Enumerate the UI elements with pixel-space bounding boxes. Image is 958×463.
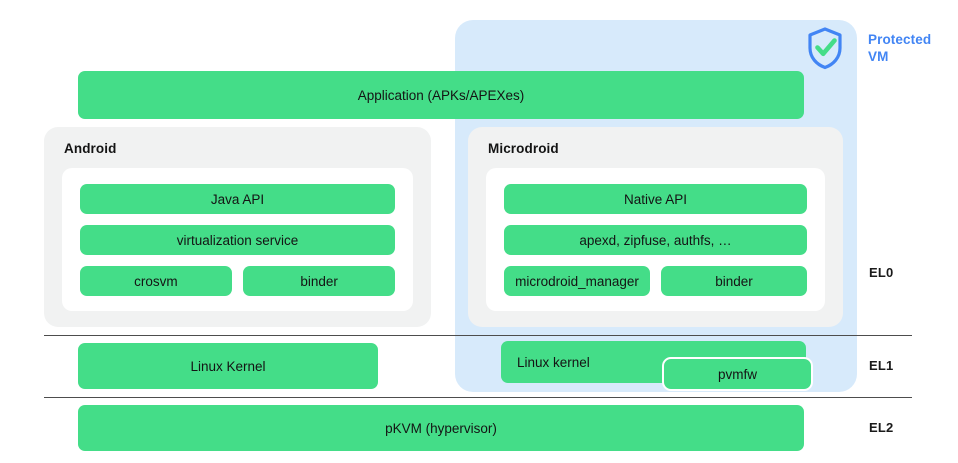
exception-level-label-el1: EL1 [869,358,894,373]
exception-level-label-el0: EL0 [869,265,894,280]
android-block-java-api: Java API [80,184,395,214]
microdroid-block-apexd-zipfuse-authfs: apexd, zipfuse, authfs, … [504,225,807,255]
shield-check-icon [805,26,845,70]
microdroid-panel-title: Microdroid [488,141,559,156]
microdroid-row-2: apexd, zipfuse, authfs, … [504,225,807,255]
android-row-2: virtualization service [80,225,395,255]
android-row-3: crosvm binder [80,266,395,296]
android-inner-container: Java API virtualization service crosvm b… [62,168,413,311]
microdroid-row-3: microdroid_manager binder [504,266,807,296]
android-block-crosvm: crosvm [80,266,232,296]
divider-el0-el1 [44,335,912,336]
pvmfw-block: pvmfw [662,357,813,391]
microdroid-row-1: Native API [504,184,807,214]
microdroid-panel: Microdroid Native API apexd, zipfuse, au… [468,127,843,327]
microdroid-block-binder: binder [660,266,807,296]
android-block-virtualization-service: virtualization service [80,225,395,255]
protected-vm-label-line2: VM [868,49,889,64]
android-row-1: Java API [80,184,395,214]
exception-level-label-el2: EL2 [869,420,894,435]
application-block: Application (APKs/APEXes) [78,71,804,119]
microdroid-block-microdroid-manager: microdroid_manager [504,266,651,296]
android-panel-title: Android [64,141,117,156]
android-block-binder: binder [243,266,395,296]
host-linux-kernel-block: Linux Kernel [78,343,378,389]
divider-el1-el2 [44,397,912,398]
microdroid-inner-container: Native API apexd, zipfuse, authfs, … mic… [486,168,825,311]
pkvm-hypervisor-block: pKVM (hypervisor) [78,405,804,451]
protected-vm-label: Protected VM [868,31,954,65]
microdroid-block-native-api: Native API [504,184,807,214]
protected-vm-label-line1: Protected [868,32,932,47]
android-panel: Android Java API virtualization service … [44,127,431,327]
